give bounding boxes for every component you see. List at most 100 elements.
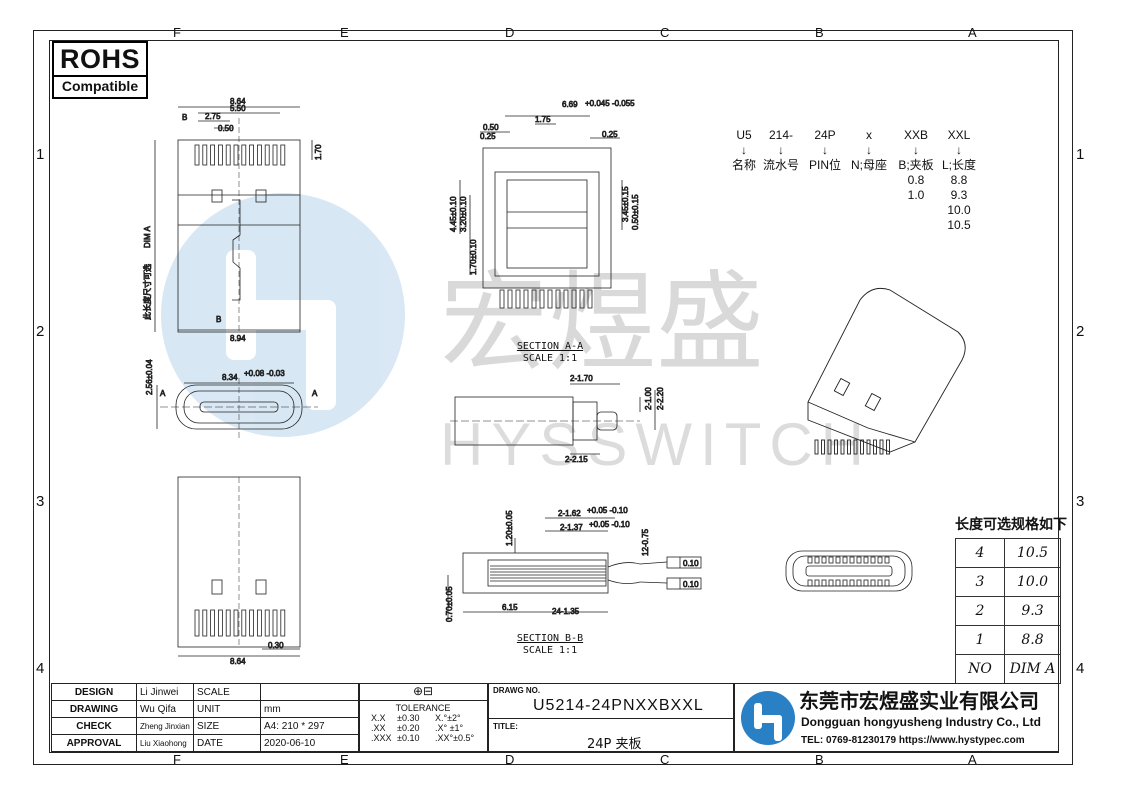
tol-cell: ±0.10 (397, 733, 420, 743)
pin-mark (884, 579, 890, 587)
dwg-label: DRAWG NO. (493, 686, 541, 695)
pin-mark (499, 289, 505, 309)
section-mark-a: A (160, 389, 166, 398)
pin-mark (523, 289, 529, 309)
tol-cell: X.°±2° (435, 713, 461, 723)
zone-label: F (173, 752, 181, 767)
dim-0.30: 0.30 (268, 641, 284, 650)
pn-label: N;母座 (850, 158, 887, 172)
pin-mark (264, 144, 270, 166)
pn-code: U5 (736, 128, 752, 142)
pn-col: 24P ↓ PIN位 (805, 128, 845, 173)
table-cell: 8.8 (1004, 625, 1061, 655)
dim-2.56: 2.56±0.04 (145, 359, 154, 395)
pn-code: XXL (947, 128, 971, 142)
section-a-scale: SCALE 1:1 (522, 353, 578, 364)
table-cell: 10.5 (1004, 538, 1061, 568)
rohs-badge: ROHS Compatible (52, 41, 148, 99)
section-mark-a2: A (312, 389, 318, 398)
tol-cell: ±0.20 (397, 723, 420, 733)
tol-cell: .XX°±0.5° (435, 733, 475, 743)
tol-cell: .XXX (371, 733, 392, 743)
pin-mark (847, 439, 851, 455)
spec-table-title: 长度可选规格如下 (955, 517, 1067, 533)
dim-8.64: 8.64 (230, 97, 246, 106)
pn-value: 0.8 (907, 173, 925, 187)
dim-1.70b: 1.70±0.10 (469, 239, 478, 275)
pin-mark (814, 556, 820, 564)
pin-mark (202, 144, 208, 166)
company-contact: TEL: 0769-81230179 https://www.hystypec.… (801, 735, 1025, 746)
dim-2.75: 2.75 (205, 112, 221, 121)
dim-0.25: 0.25 (480, 132, 496, 141)
pin-mark (814, 579, 820, 587)
pin-mark (264, 609, 270, 637)
pin-mark (860, 439, 864, 455)
pin-mark (821, 556, 827, 564)
pin-mark (870, 579, 876, 587)
pin-mark (515, 289, 521, 309)
pin-mark (555, 289, 561, 309)
pin-mark (579, 289, 585, 309)
zone-label: 1 (1076, 146, 1085, 163)
tb-name: Zheng Jinxian (136, 717, 194, 735)
table-row: DESIGN Li Jinwei SCALE (51, 683, 360, 701)
dim-0.25b: 0.25 (602, 130, 618, 139)
pin-mark (571, 289, 577, 309)
watermark-en: HYSSWITCH (440, 411, 872, 478)
table-cell: 1 (955, 625, 1005, 655)
tol-cell: .XX (371, 723, 386, 733)
dim-1.75: 1.75 (535, 115, 551, 124)
tb-value: 2020-06-10 (260, 734, 360, 752)
pin-mark (870, 556, 876, 564)
tol-cell: ±0.30 (397, 713, 420, 723)
section-a-title: SECTION A-A (516, 341, 584, 352)
zone-label: B (815, 25, 824, 40)
tb-label: CHECK (51, 717, 137, 735)
pin-mark (863, 579, 869, 587)
pin-mark (877, 556, 883, 564)
section-b-title: SECTION B-B (516, 633, 584, 644)
table-row: APPROVAL Liu Xiaohong DATE 2020-06-10 (51, 734, 360, 752)
pin-mark (272, 609, 278, 637)
pin-mark (863, 556, 869, 564)
arrow-down-icon: ↓ (822, 143, 828, 157)
flatness-2: 0.10 (683, 580, 699, 589)
pin-mark (241, 609, 247, 637)
pin-mark (879, 439, 884, 455)
pin-mark (249, 144, 255, 166)
table-row: DRAWING Wu Qifa UNIT mm (51, 700, 360, 718)
pin-mark (877, 579, 883, 587)
tb-field: SIZE (193, 717, 261, 735)
dim-2x1.70: 2-1.70 (570, 374, 593, 383)
pin-mark (272, 144, 278, 166)
pin-mark (256, 609, 262, 637)
drawing-number-block: DRAWG NO. U5214-24PNXXBXXL TITLE: 24P 夹板 (488, 683, 734, 752)
dim-0.70: 0.70±0.05 (445, 586, 454, 622)
pn-value: 8.8 (950, 173, 968, 187)
zone-label: C (660, 25, 670, 40)
arrow-down-icon: ↓ (741, 143, 747, 157)
table-cell: DIM A (1004, 654, 1061, 684)
top-view (154, 106, 313, 333)
zone-label: D (505, 25, 515, 40)
pin-mark (835, 579, 841, 587)
company-logo-icon (741, 691, 795, 745)
optional-length-note: 此长度尺寸可选 (142, 264, 152, 320)
pin-mark (587, 289, 593, 309)
section-b-label: SECTION B-B SCALE 1:1 (505, 633, 595, 657)
title-value: 24P 夹板 (587, 737, 642, 752)
tolerance-row: .XX±0.20.X° ±1° (359, 723, 487, 733)
zone-label: 3 (36, 493, 45, 510)
tb-value: A4: 210 * 297 (260, 717, 360, 735)
tb-field: SCALE (193, 683, 261, 701)
outer-border (33, 30, 1073, 765)
pn-col: 214- ↓ 流水号 (762, 128, 800, 173)
section-mark-b: B (182, 113, 187, 122)
dim-24x1.35: 24-1.35 (552, 607, 580, 616)
